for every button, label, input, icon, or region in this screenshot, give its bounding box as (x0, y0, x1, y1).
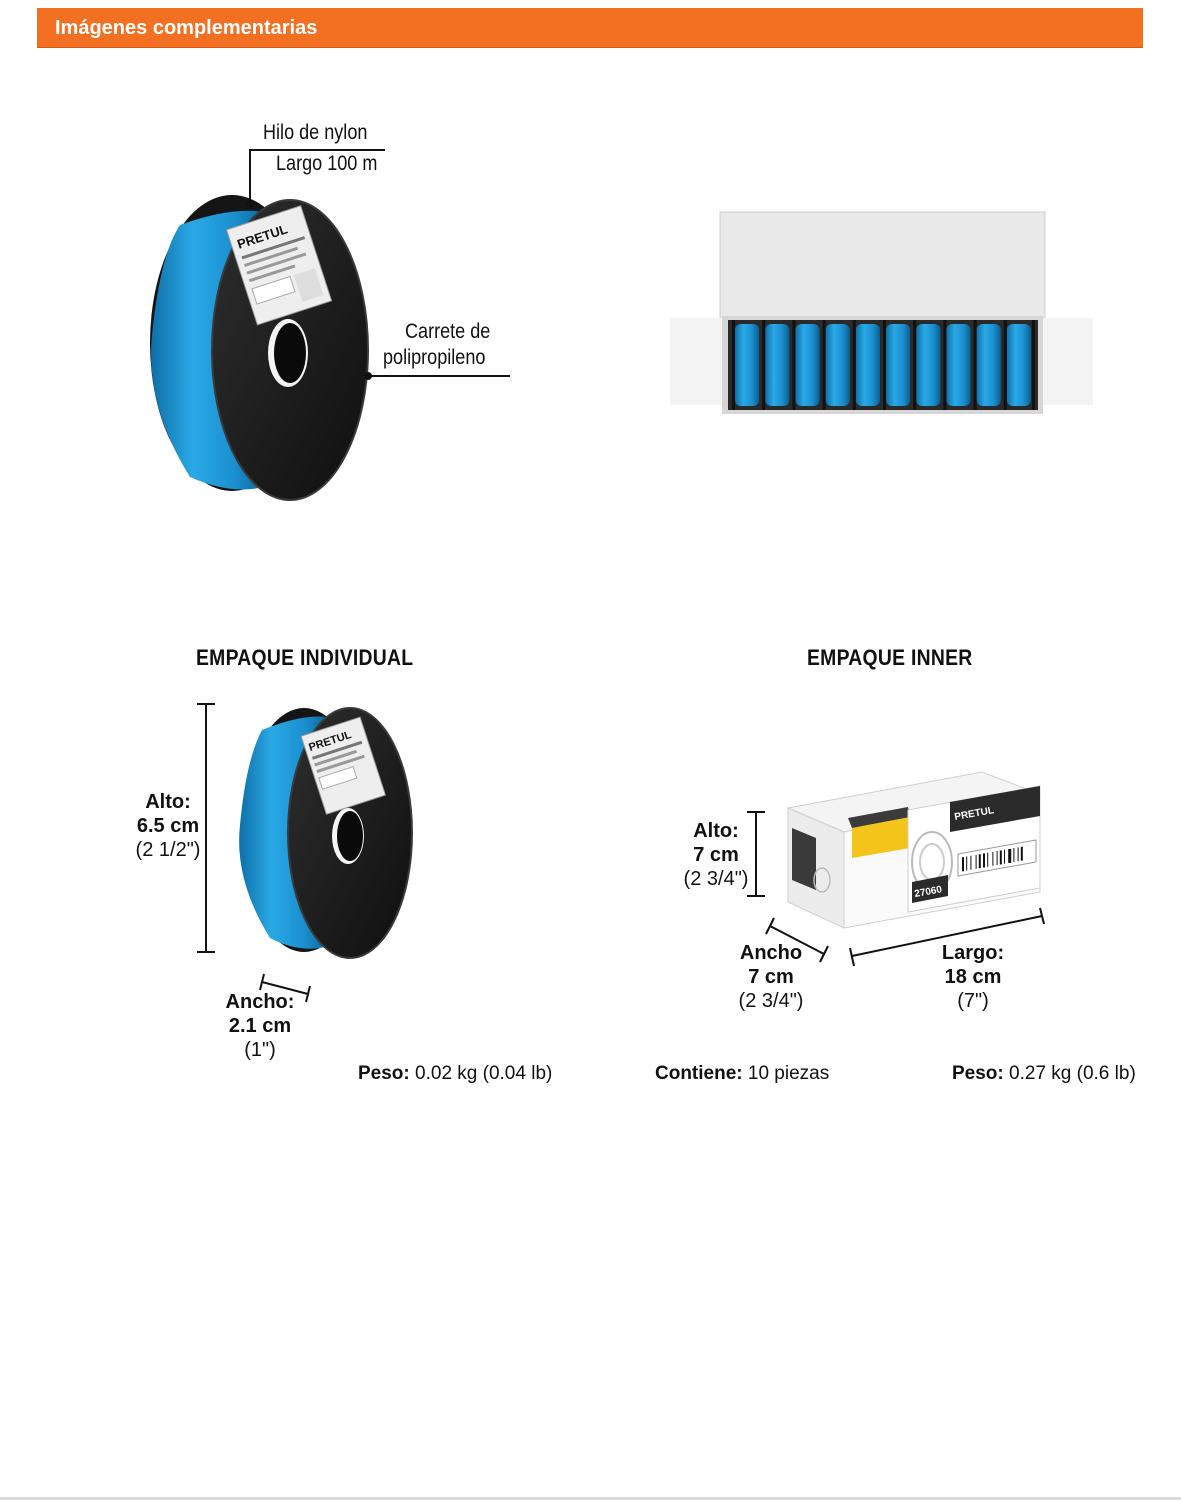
inner-weight: Peso: 0.27 kg (0.6 lb) (952, 1063, 1136, 1085)
inner-largo-label: Largo: 18 cm (7") (936, 941, 1010, 1013)
boxed-spool (973, 320, 1001, 410)
individual-ancho-imperial: (1") (244, 1039, 276, 1061)
main-spool-image: PRETUL (150, 195, 369, 501)
inner-alto-value: 7 cm (693, 844, 739, 866)
inner-width-dimension (765, 917, 829, 963)
inner-height-dimension (747, 811, 765, 897)
individual-height-dimension (197, 703, 215, 953)
individual-weight: Peso: 0.02 kg (0.04 lb) (358, 1063, 552, 1085)
inner-largo-title: Largo: (941, 942, 1005, 964)
inner-length-dimension (849, 907, 1045, 967)
open-box-image (670, 211, 1093, 414)
callout-line-carrete (364, 372, 510, 380)
boxed-spool (732, 320, 760, 410)
individual-alto-label: Alto: 6.5 cm (2 1/2") (132, 790, 204, 862)
individual-alto-value: 6.5 cm (136, 815, 200, 837)
boxed-spool (762, 320, 790, 410)
individual-width-dimension (259, 973, 311, 1003)
callout-hilo-title: Hilo de nylon (263, 121, 368, 144)
callout-line-hilo (246, 149, 385, 208)
inner-ancho-imperial: (2 3/4") (738, 990, 804, 1012)
inner-largo-imperial: (7") (957, 990, 989, 1012)
svg-text:27060: 27060 (914, 884, 944, 900)
inner-peso-label: Peso: (952, 1063, 1004, 1084)
individual-alto-title: Alto: (145, 791, 191, 813)
boxed-spool (822, 320, 850, 410)
individual-title: EMPAQUE INDIVIDUAL (196, 645, 414, 670)
inner-alto-imperial: (2 3/4") (683, 868, 749, 890)
section-header: Imágenes complementarias (37, 8, 1143, 48)
boxed-spool (852, 320, 880, 410)
inner-contiene-value: 10 piezas (747, 1063, 830, 1084)
individual-ancho-label: Ancho: 2.1 cm (1") (222, 990, 298, 1062)
inner-ancho-value: 7 cm (748, 966, 794, 988)
inner-alto-label: Alto: 7 cm (2 3/4") (678, 819, 754, 891)
inner-ancho-label: Ancho 7 cm (2 3/4") (732, 941, 810, 1013)
callout-hilo-length: Largo 100 m (276, 152, 378, 175)
inner-title: EMPAQUE INNER (807, 645, 973, 670)
section-title: Imágenes complementarias (55, 17, 318, 39)
individual-alto-imperial: (2 1/2") (135, 839, 201, 861)
boxed-spool (943, 320, 971, 410)
inner-ancho-title: Ancho (739, 942, 803, 964)
inner-contents: Contiene: 10 piezas (655, 1063, 829, 1085)
inner-largo-value: 18 cm (944, 966, 1002, 988)
page-bottom-divider (0, 1497, 1181, 1500)
inner-peso-value: 0.27 kg (0.6 lb) (1009, 1063, 1136, 1084)
boxed-spool (792, 320, 820, 410)
individual-spool-image: PRETUL (239, 707, 413, 959)
individual-ancho-title: Ancho: (225, 991, 295, 1013)
individual-peso-label: Peso: (358, 1063, 410, 1084)
inner-contiene-label: Contiene: (655, 1063, 743, 1084)
callout-carrete-line2: polipropileno (383, 346, 486, 369)
boxed-spool (913, 320, 941, 410)
callout-carrete-line1: Carrete de (405, 320, 491, 343)
individual-ancho-value: 2.1 cm (228, 1015, 292, 1037)
inner-alto-title: Alto: (693, 820, 739, 842)
individual-peso-value: 0.02 kg (0.04 lb) (415, 1063, 553, 1084)
boxed-spool (1003, 320, 1031, 410)
boxed-spool (883, 320, 911, 410)
inner-box-image: PRETUL 27060 (786, 771, 1042, 929)
